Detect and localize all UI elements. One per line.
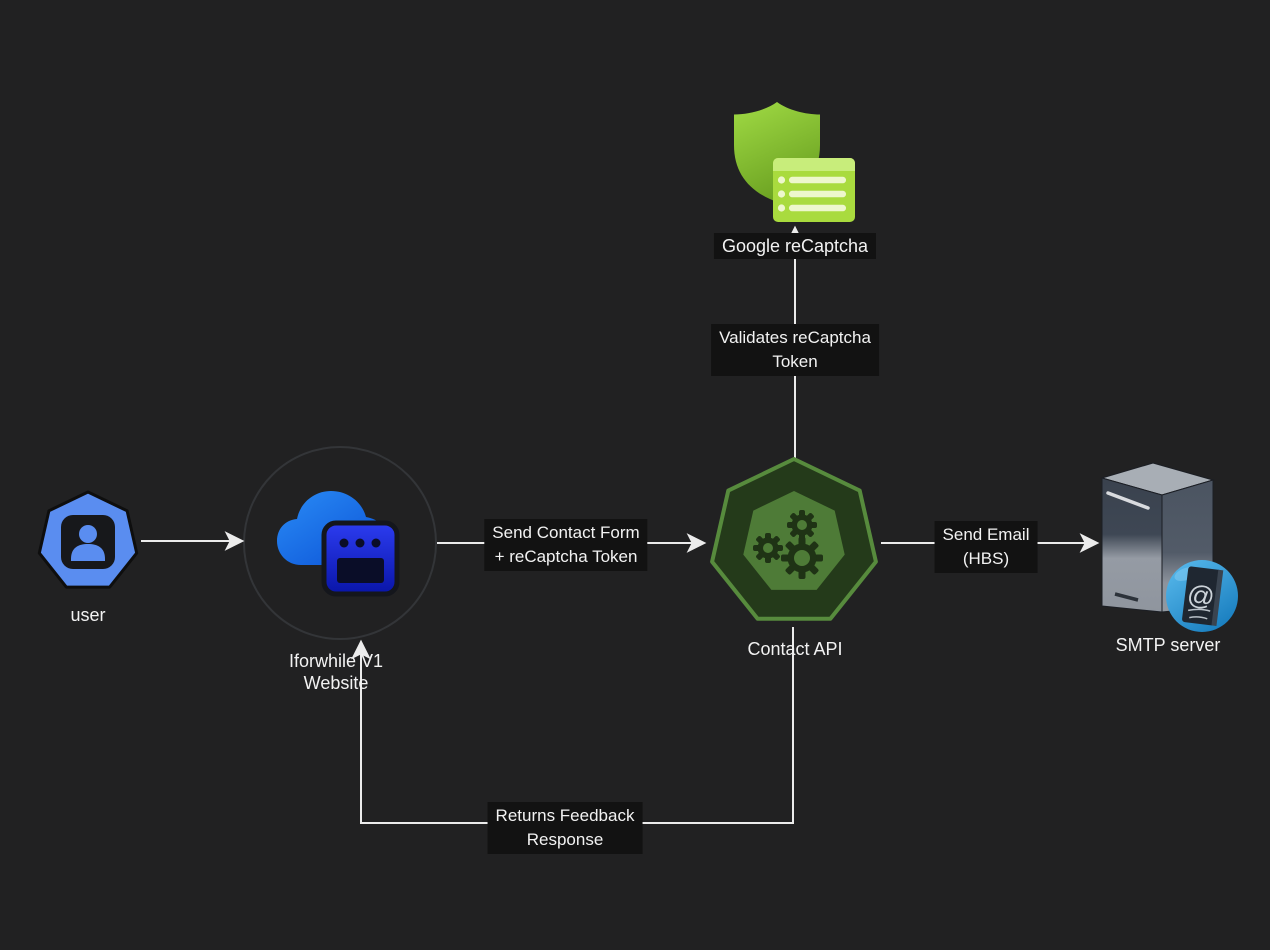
edge-label-returns-feedback: Returns Feedback Response <box>487 802 643 854</box>
email-at-badge-icon: @ <box>1166 560 1238 632</box>
google-recaptcha-label: Google reCaptcha <box>713 233 877 259</box>
gear-icon-medium <box>753 533 783 563</box>
google-recaptcha-node[interactable] <box>728 98 862 230</box>
contact-api-node[interactable] <box>706 455 884 633</box>
smtp-server-node[interactable]: @ <box>1098 456 1238 636</box>
edge-label-validates-recaptcha: Validates reCaptcha Token <box>711 324 879 376</box>
edge-label-send-contact-form: Send Contact Form + reCaptcha Token <box>484 519 648 571</box>
user-label: user <box>70 605 106 625</box>
server-vent-dark <box>1114 592 1139 602</box>
checklist-rows <box>777 176 846 212</box>
checklist-panel-header <box>773 158 855 171</box>
browser-window-details <box>337 538 384 583</box>
gear-icon-large <box>781 537 823 579</box>
contact-api-label: Contact API <box>747 639 843 659</box>
edge-label-send-email: Send Email (HBS) <box>934 521 1038 573</box>
person-icon <box>71 525 105 561</box>
connector-api-return-to-website[interactable] <box>351 627 794 824</box>
svg-text:@: @ <box>1186 579 1217 612</box>
gear-icon-small <box>787 510 817 540</box>
user-node[interactable] <box>36 488 142 598</box>
website-label: Iforwhile V1 Website <box>288 651 384 693</box>
server-vent-highlight <box>1106 491 1150 510</box>
smtp-server-label: SMTP server <box>1115 635 1221 655</box>
api-inner-heptagon <box>743 491 845 590</box>
website-node[interactable] <box>268 472 414 604</box>
